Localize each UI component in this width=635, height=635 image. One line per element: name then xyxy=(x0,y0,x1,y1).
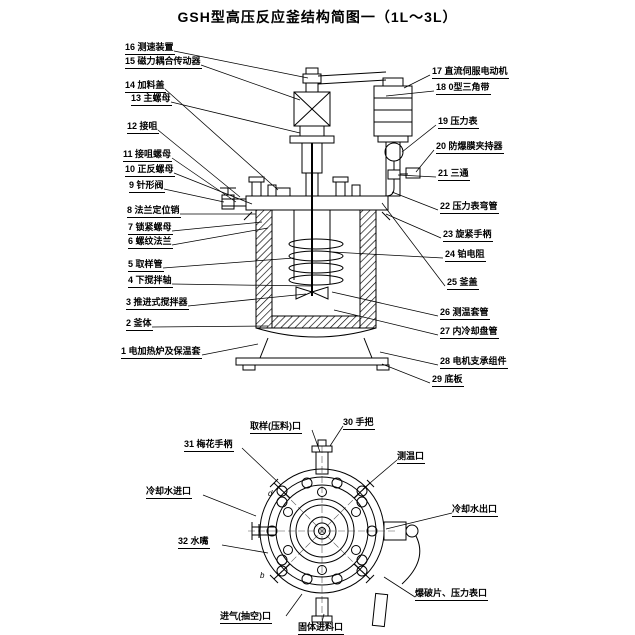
sampling-port-nozzle xyxy=(311,439,333,475)
pressure-gauge-assembly xyxy=(384,142,421,197)
label-solid-feed-port: 固体进料口 xyxy=(298,622,345,635)
label-19-pressure-gauge: 19 压力表 xyxy=(438,116,479,129)
label-4-lower-shaft: 4 下搅拌轴 xyxy=(128,275,173,288)
label-sampling-port: 取样(压料)口 xyxy=(250,421,302,434)
stand-base xyxy=(235,327,390,371)
leader-lines xyxy=(151,50,453,623)
label-21-tee: 21 三通 xyxy=(438,168,470,181)
label-8-flange-pin: 8 法兰定位销 xyxy=(127,205,181,218)
flange-bolts xyxy=(266,477,378,585)
label-26-thermowell: 26 测温套管 xyxy=(440,307,490,320)
stirrer-assembly xyxy=(288,143,344,300)
top-view-flange: d b xyxy=(248,439,421,628)
label-20-rupture-disc: 20 防爆膜夹持器 xyxy=(436,141,504,154)
label-13-main-nut: 13 主螺母 xyxy=(131,93,172,106)
label-11-joint-nut: 11 接咀螺母 xyxy=(123,149,173,162)
label-6-threaded-flange: 6 螺纹法兰 xyxy=(128,236,173,249)
label-temp-port: 测温口 xyxy=(397,451,426,464)
label-15-magnetic-coupling: 15 磁力耦合传动器 xyxy=(125,56,202,69)
hand-wheel-mechanism xyxy=(371,521,421,628)
label-14-feed-cover: 14 加料盖 xyxy=(125,80,166,93)
lid-ports xyxy=(283,487,361,575)
label-gas-inlet-port: 进气(抽空)口 xyxy=(220,611,272,624)
kettle-body xyxy=(255,209,377,329)
label-1-heater-jacket: 1 电加热炉及保温套 xyxy=(121,346,202,359)
label-18-v-belt: 18 0型三角带 xyxy=(436,82,491,95)
dim-letter-b: b xyxy=(260,571,265,580)
label-2-kettle-body: 2 釜体 xyxy=(126,318,153,331)
label-24-pt-resistance: 24 铂电阻 xyxy=(445,249,486,262)
label-16-speed-device: 16 测速装置 xyxy=(125,42,175,55)
label-10-double-nut: 10 正反螺母 xyxy=(125,164,175,177)
v-belt xyxy=(317,71,387,85)
label-7-lock-nut: 7 锁紧螺母 xyxy=(128,222,173,235)
label-burst-gauge-port: 爆破片、压力表口 xyxy=(415,588,489,601)
label-22-gauge-bend-pipe: 22 压力表弯管 xyxy=(440,201,499,214)
label-12-nozzle-joint: 12 接咀 xyxy=(127,121,159,134)
label-cooling-outlet: 冷却水出口 xyxy=(452,504,499,517)
label-32-water-nozzle: 32 水嘴 xyxy=(178,536,210,549)
label-3-propeller-stirrer: 3 推进式搅拌器 xyxy=(126,297,189,310)
label-cooling-inlet: 冷却水进口 xyxy=(146,486,193,499)
servo-motor xyxy=(373,77,413,197)
label-23-tighten-handle: 23 旋紧手柄 xyxy=(443,229,493,242)
speed-device xyxy=(302,67,322,93)
label-25-kettle-lid: 25 釜盖 xyxy=(447,277,479,290)
label-29-base-plate: 29 底板 xyxy=(432,374,464,387)
label-30-handle: 30 手把 xyxy=(343,417,375,430)
page-title: GSH型高压反应釜结构简图一（1L～3L） xyxy=(177,9,458,25)
needle-valve xyxy=(220,187,246,210)
side-view-assembly xyxy=(220,67,421,371)
label-31-plum-handle: 31 梅花手柄 xyxy=(184,439,234,452)
label-9-needle-valve: 9 针形阀 xyxy=(129,180,165,193)
label-5-sampling-tube: 5 取样管 xyxy=(128,259,164,272)
centerlines xyxy=(248,446,396,620)
label-28-motor-support: 28 电机支承组件 xyxy=(440,356,508,369)
cooling-water-inlet-nozzle xyxy=(251,522,276,540)
label-27-cooling-coil: 27 内冷却盘管 xyxy=(440,326,499,339)
dim-letter-d: d xyxy=(268,489,273,498)
label-17-servo-motor: 17 直流伺服电动机 xyxy=(432,66,509,79)
